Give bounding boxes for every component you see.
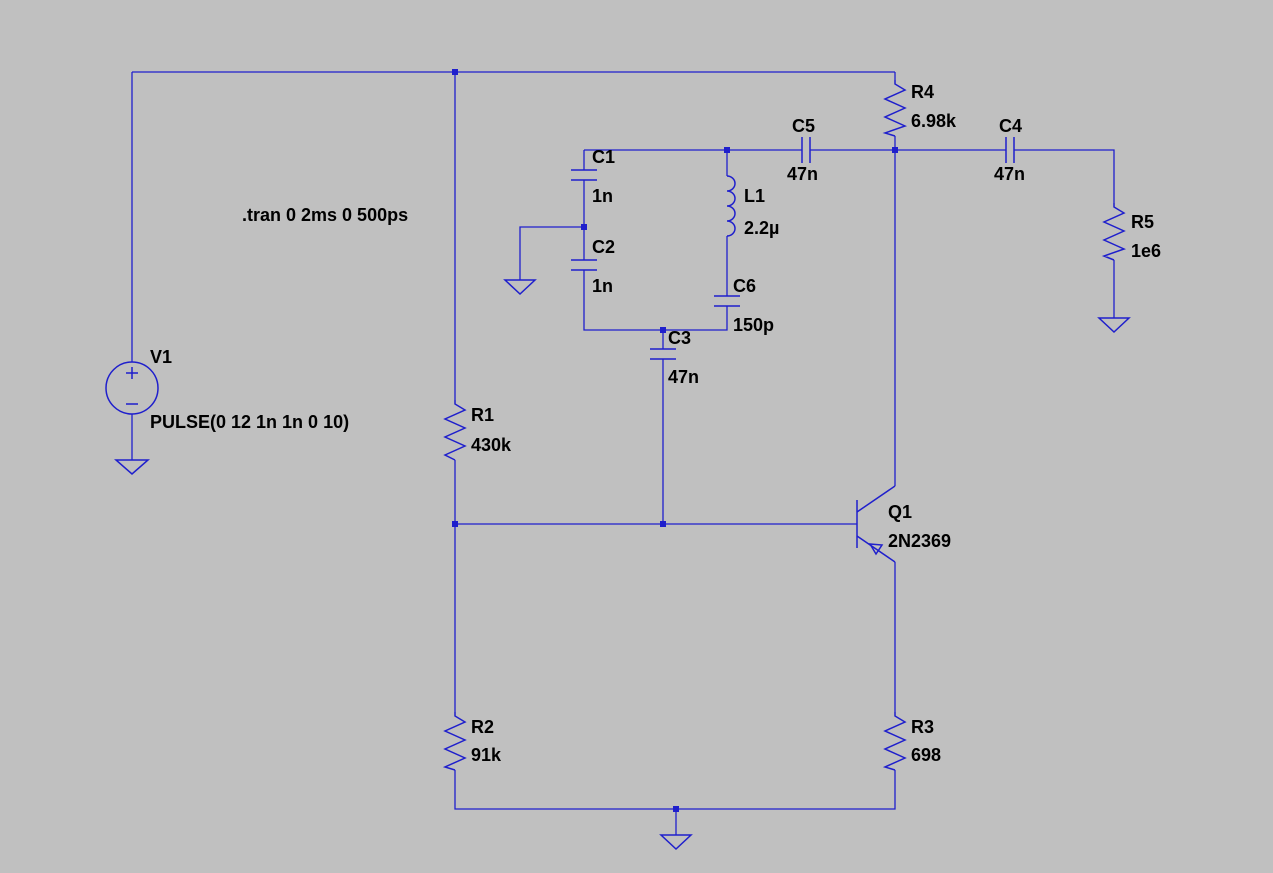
c6-value-label: 150p [733,315,774,335]
resistor-r2[interactable] [442,712,467,771]
resistor-r1[interactable] [443,400,467,461]
c3-name-label: C3 [668,328,691,348]
r5-value-label: 1e6 [1131,241,1161,261]
junction-dot [581,224,587,230]
capacitor-c1[interactable] [571,169,597,181]
c2-name-label: C2 [592,237,615,257]
c4-name-label: C4 [999,116,1022,136]
wire-c4-to-r5 [1014,149,1115,203]
junction-dot [660,327,666,333]
v1-name-label: V1 [150,347,172,367]
inductor-l1[interactable] [726,175,736,237]
junctions [452,69,898,812]
wire-c6-bottom [663,306,728,331]
capacitor-c6[interactable] [714,295,740,307]
resistor-r3[interactable] [882,712,907,771]
r2-name-label: R2 [471,717,494,737]
junction-dot [660,521,666,527]
c4-value-label: 47n [994,164,1025,184]
c2-value-label: 1n [592,276,613,296]
junction-dot [452,69,458,75]
simulation-directive: .tran 0 2ms 0 500ps [242,205,408,225]
q1-value-label: 2N2369 [888,531,951,551]
wires [131,71,1115,835]
ground-icon [503,279,537,296]
c5-name-label: C5 [792,116,815,136]
wire-midpoint-to-ground [519,226,584,280]
l1-name-label: L1 [744,186,765,206]
r4-value-label: 6.98k [911,111,957,131]
c5-value-label: 47n [787,164,818,184]
ground-icon [1097,317,1131,334]
ground-icon [114,459,150,475]
r3-name-label: R3 [911,717,934,737]
c6-name-label: C6 [733,276,756,296]
r1-name-label: R1 [471,405,494,425]
r3-value-label: 698 [911,745,941,765]
r5-name-label: R5 [1131,212,1154,232]
c1-name-label: C1 [592,147,615,167]
capacitor-c4[interactable] [1005,137,1015,163]
junction-dot [452,521,458,527]
resistor-r4[interactable] [882,80,908,137]
c1-value-label: 1n [592,186,613,206]
r1-value-label: 430k [471,435,512,455]
transistor-q1[interactable] [856,485,896,563]
l1-value-label: 2.2µ [744,218,779,238]
wire-c2-bottom [583,270,663,331]
junction-dot [892,147,898,153]
q1-name-label: Q1 [888,502,912,522]
v1-value-label: PULSE(0 12 1n 1n 0 10) [150,412,349,432]
r2-value-label: 91k [471,745,502,765]
capacitor-c5[interactable] [801,137,811,163]
capacitor-c3[interactable] [650,348,676,360]
capacitor-c2[interactable] [571,259,597,271]
r4-name-label: R4 [911,82,934,102]
wire-r2-to-bottom [454,770,896,810]
resistor-r5[interactable] [1101,203,1127,261]
junction-dot [673,806,679,812]
ground-icon [659,834,693,851]
junction-dot [724,147,730,153]
voltage-source-v1[interactable] [105,361,159,415]
c3-value-label: 47n [668,367,699,387]
